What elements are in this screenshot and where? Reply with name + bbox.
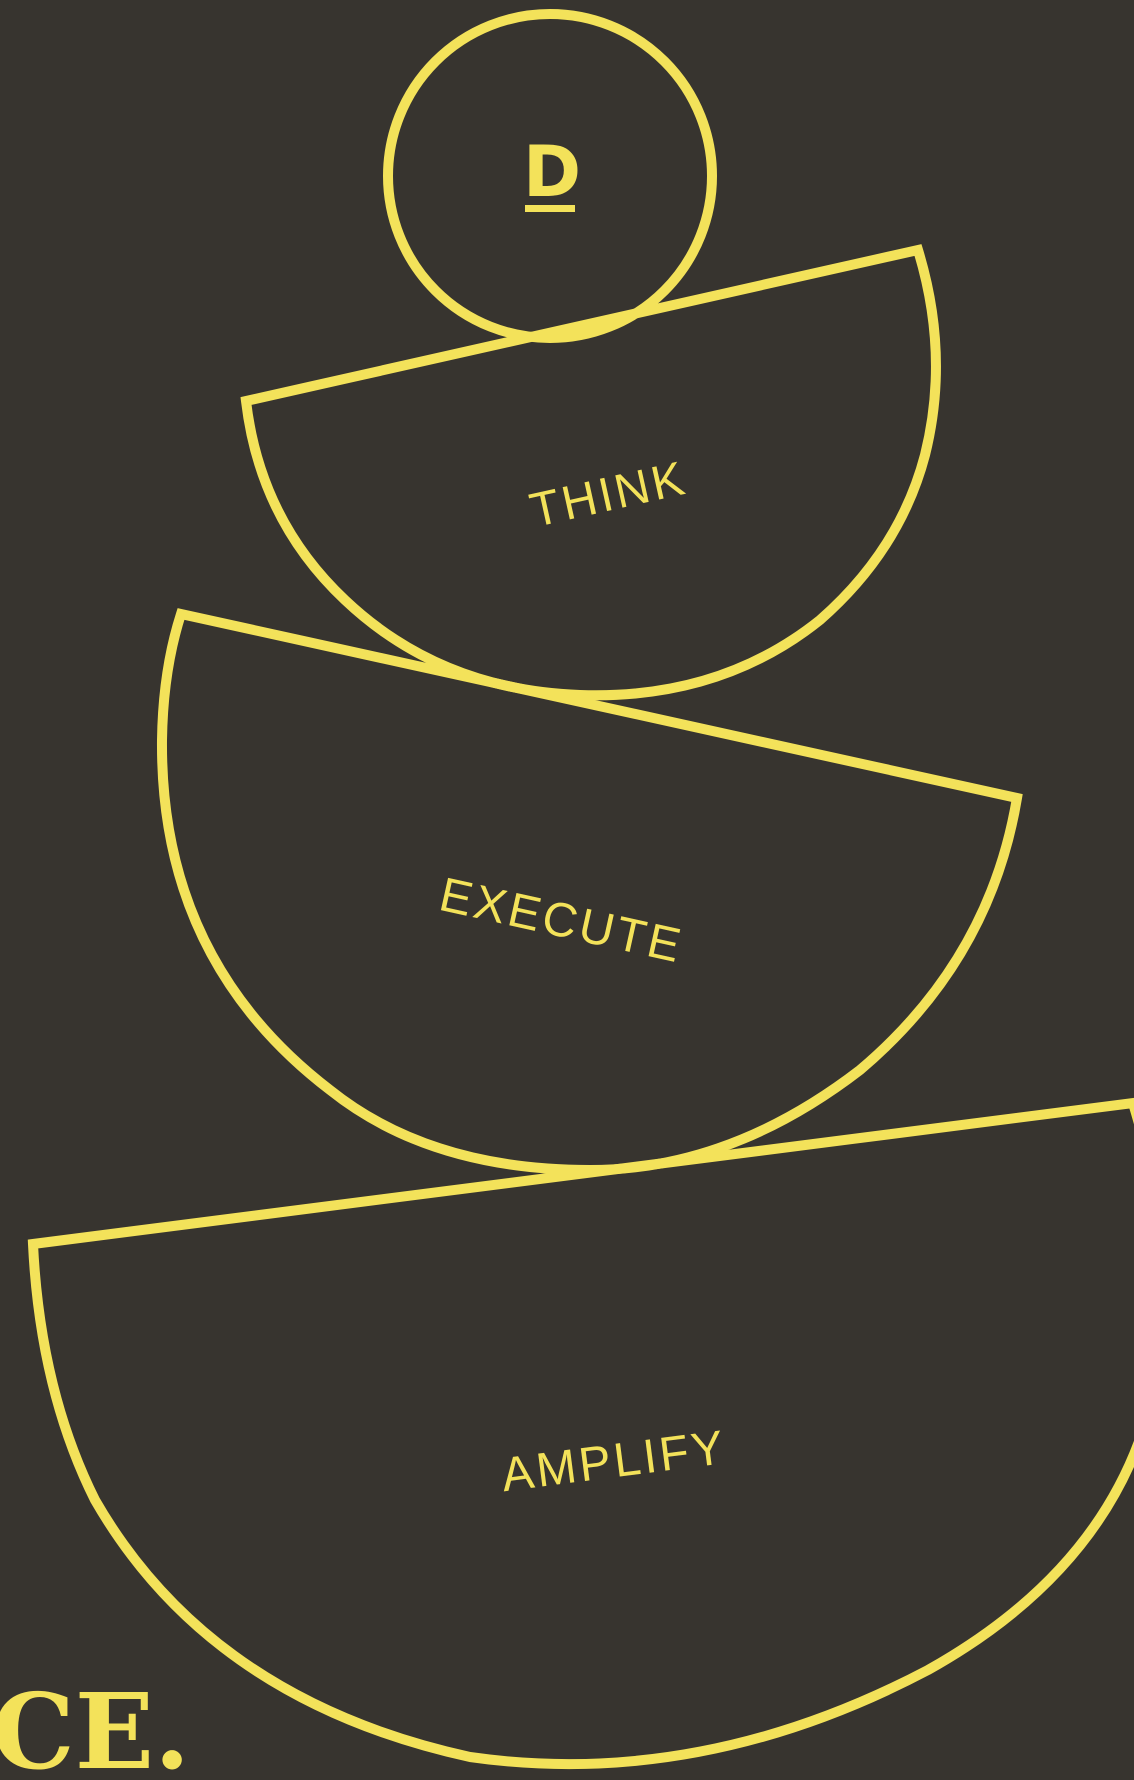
think-half-disc: THINK [240,244,941,701]
logo-underline [525,205,575,212]
logo-circle: D [383,9,717,343]
footer-partial-text: CE. [0,1670,190,1780]
execute-label: EXECUTE [435,868,688,973]
amplify-half-disc: AMPLIFY [27,1097,1134,1770]
logo-letter: D [523,131,581,213]
think-label: THINK [525,452,692,538]
amplify-label: AMPLIFY [498,1421,729,1502]
